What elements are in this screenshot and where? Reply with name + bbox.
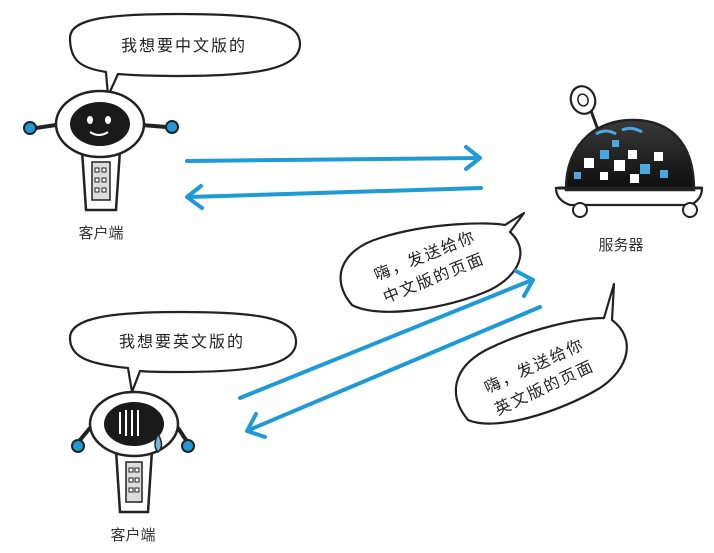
server-reply-chinese-bubble: 嗨，发送给你 中文版的页面 [339, 211, 526, 313]
client-bottom-robot-icon [71, 390, 195, 514]
server-reply-english-bubble: 嗨，发送给你 英文版的页面 [454, 282, 628, 425]
client-top-speech-text: 我想要中文版的 [121, 36, 247, 55]
request-arrow-bottom [238, 269, 535, 400]
client-bottom-speech-text: 我想要英文版的 [119, 332, 245, 351]
server: 服务器 [554, 85, 704, 254]
request-arrow-top [185, 145, 482, 171]
client-top-robot-icon [23, 89, 179, 212]
client-bottom-speech-bubble: 我想要英文版的 [68, 310, 298, 394]
client-bottom: 我想要英文版的 客户端 [68, 310, 298, 544]
server-robot-icon [554, 85, 704, 218]
client-top-speech-bubble: 我想要中文版的 [68, 12, 302, 98]
client-top: 我想要中文版的 客户端 [23, 12, 302, 242]
bottom-exchange-arrows [238, 269, 542, 439]
server-label: 服务器 [598, 236, 643, 254]
top-exchange-arrows [185, 145, 483, 210]
response-arrow-top [185, 184, 483, 210]
client-bottom-label: 客户端 [110, 526, 155, 544]
client-top-label: 客户端 [78, 224, 123, 242]
sweat-drop-icon [154, 432, 163, 454]
response-arrow-bottom [245, 305, 542, 439]
